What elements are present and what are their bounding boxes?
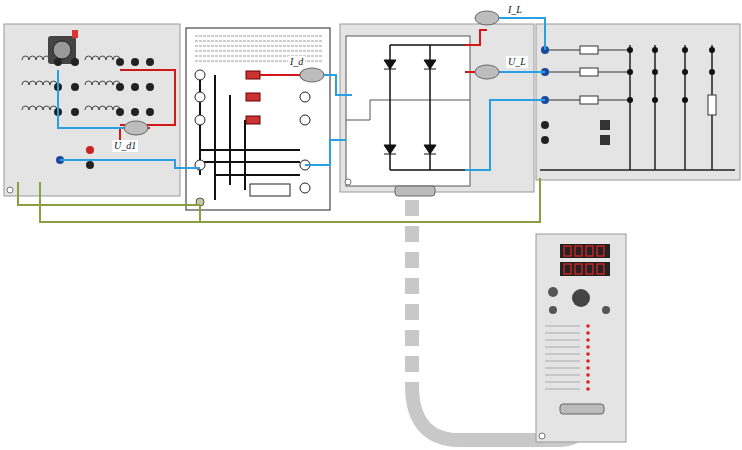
control-unit [536,234,626,442]
thyristor-bridge-panel [340,24,534,196]
meter-label: U_d1 [112,140,138,152]
rectifier-module-panel [186,28,330,210]
transformer-panel [4,24,180,196]
load-panel [536,24,740,180]
meter-label: I_d [288,56,305,68]
meter-symbols [124,11,499,135]
connection-wires [18,18,545,222]
meter-label: I_L [506,4,524,16]
meter-label: U_L [506,56,528,68]
